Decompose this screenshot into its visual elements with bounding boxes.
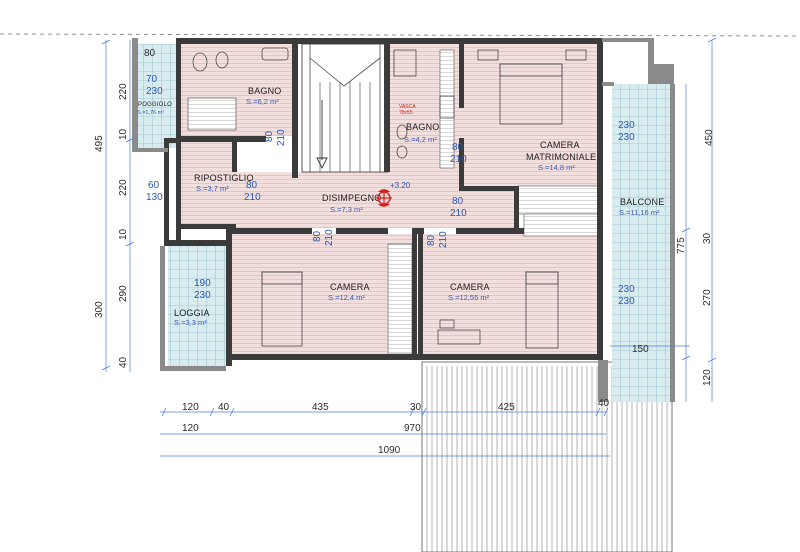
- area-bagno-1: S.=6,2 m²: [246, 97, 279, 106]
- window-matrimoniale-w: 230: [618, 120, 635, 131]
- door-ripostiglio-h: 210: [244, 192, 261, 203]
- door-ripostiglio-w: 80: [246, 180, 258, 191]
- dim-right-775: 775: [676, 237, 687, 254]
- window-ripostiglio-w: 60: [148, 180, 160, 191]
- dim-bottom-425: 425: [498, 402, 515, 413]
- area-camera-2: S.=12,55 m²: [448, 293, 490, 302]
- dim-left-300: 300: [94, 301, 105, 318]
- door-matrimoniale-h: 210: [450, 208, 467, 219]
- dim-bottom-435: 435: [312, 402, 329, 413]
- dim-right-270: 270: [702, 289, 713, 306]
- door-camera1-h: 210: [324, 229, 335, 246]
- door-bagno1-h: 210: [276, 129, 287, 146]
- label-bagno-1: BAGNO: [248, 86, 282, 96]
- door-camera2-w: 80: [426, 234, 437, 246]
- door-camera2-h: 210: [438, 231, 449, 248]
- area-disimpegno: S.=7,3 m²: [330, 205, 363, 214]
- label-camera-1: CAMERA: [330, 282, 370, 292]
- label-loggia: LOGGIA: [174, 308, 210, 318]
- area-balcone: S.=11,16 m²: [619, 208, 660, 217]
- dim-bottom-row2-970: 970: [404, 423, 421, 434]
- label-matrimoniale-1: CAMERA: [540, 140, 580, 150]
- level-value: +3.20: [390, 181, 411, 190]
- window-poggiolo-w: 70: [146, 74, 158, 85]
- dim-bottom-120: 120: [182, 402, 199, 413]
- reference-line: [0, 33, 800, 37]
- dim-left-220a: 220: [118, 83, 129, 100]
- label-camera-2: CAMERA: [450, 282, 490, 292]
- fixtures: [187, 47, 587, 349]
- door-camera1-w: 80: [312, 230, 323, 242]
- floor-loggia: [168, 246, 226, 370]
- dim-bottom-40a: 40: [218, 402, 230, 413]
- area-bagno-2: S.=4,2 m²: [404, 135, 437, 144]
- window-camera2-w: 230: [618, 284, 635, 295]
- wardrobe-3: [387, 243, 413, 355]
- label-poggiolo: POGGIOLO: [138, 102, 172, 108]
- door-bagno2-h: 210: [450, 154, 467, 165]
- label-matrimoniale-2: MATRIMONIALE: [526, 152, 596, 162]
- window-matrimoniale-h: 230: [618, 132, 635, 143]
- dim-bottom-40b: 40: [598, 398, 610, 409]
- dim-left-40: 40: [118, 356, 129, 368]
- dim-left-10b: 10: [118, 228, 129, 240]
- dim-left-total: 495: [94, 135, 105, 152]
- walls: [132, 38, 675, 402]
- door-matrimoniale-w: 80: [452, 196, 464, 207]
- door-bagno1-w: 80: [264, 130, 275, 142]
- dim-right-30: 30: [702, 232, 713, 244]
- window-ripostiglio-h: 130: [146, 192, 163, 203]
- dim-left-10a: 10: [118, 128, 129, 140]
- dim-bottom-row2-120: 120: [182, 423, 199, 434]
- floor-camera-1: [232, 234, 414, 354]
- dim-left-220b: 220: [118, 179, 129, 196]
- dim-bottom-row3-1090: 1090: [378, 445, 401, 456]
- window-loggia-w: 190: [194, 278, 211, 289]
- wardrobe-2: [523, 213, 599, 237]
- floor-camera-2: [422, 234, 598, 354]
- area-poggiolo: S.=1,76 m²: [137, 110, 164, 116]
- dim-bottom-30: 30: [410, 402, 422, 413]
- area-loggia: S.=3,3 m²: [174, 318, 207, 327]
- dim-right-120: 120: [702, 369, 713, 386]
- area-camera-1: S.=12,4 m²: [328, 293, 365, 302]
- floor-poggiolo: [136, 44, 176, 148]
- dimension-lines: [101, 37, 717, 457]
- label-ripostiglio: RIPOSTIGLIO: [194, 173, 254, 183]
- bathtub-note-2: 78x55: [399, 110, 413, 116]
- bathtub-note-1: VASCA: [399, 104, 416, 110]
- door-bagno2-w: 80: [452, 142, 464, 153]
- dim-top-80: 80: [144, 48, 156, 59]
- window-loggia-h: 230: [194, 290, 211, 301]
- floor-matrimoniale: [459, 44, 597, 186]
- dim-left-290: 290: [118, 285, 129, 302]
- window-camera2-h: 230: [618, 296, 635, 307]
- label-bagno-2: BAGNO: [406, 122, 440, 132]
- wardrobe-1: [517, 185, 599, 215]
- window-poggiolo-h: 230: [146, 86, 163, 97]
- staircase: [301, 43, 389, 173]
- label-balcone: BALCONE: [620, 197, 664, 207]
- area-ripostiglio: S.=3,7 m²: [196, 184, 229, 193]
- dim-right-total: 450: [704, 129, 715, 146]
- area-matrimoniale: S.=14,8 m²: [538, 163, 575, 172]
- dim-right-150: 150: [632, 344, 649, 355]
- floor-ripostiglio: [180, 142, 232, 224]
- floor-balcone: [612, 84, 670, 402]
- level-marker: [376, 189, 392, 207]
- label-disimpegno: DISIMPEGNO: [322, 193, 382, 203]
